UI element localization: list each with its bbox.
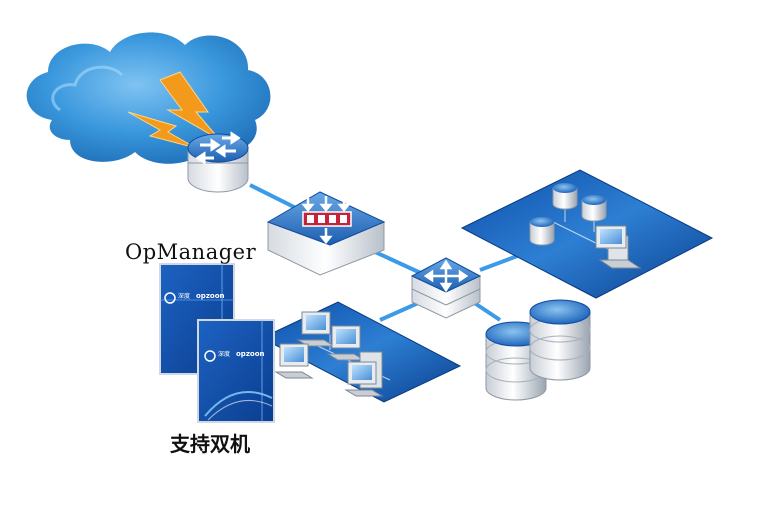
link-router-gateway xyxy=(249,183,301,212)
database-cylinder-icon xyxy=(529,299,591,381)
router-icon xyxy=(187,131,249,193)
core-switch-icon xyxy=(410,257,482,319)
security-gateway-icon xyxy=(266,191,386,276)
box-brand: opzoon xyxy=(196,292,225,300)
product-box-front: 深度 opzoon xyxy=(197,319,275,423)
server-tower-icon xyxy=(344,351,384,397)
server-zone-platform xyxy=(460,169,714,299)
workstation-icon xyxy=(326,325,366,361)
box-brand-cn: 深度 xyxy=(218,350,230,358)
link-switch-serverzone xyxy=(479,253,521,272)
workstation-icon xyxy=(595,225,642,269)
workstation-icon xyxy=(274,343,314,379)
product-name-label: OpManager xyxy=(125,240,257,264)
box-brand-cn: 深度 xyxy=(178,292,190,300)
database-cylinder-icon xyxy=(581,195,607,222)
gateway-status-panel xyxy=(302,211,352,227)
dual-machine-support-label: 支持双机 xyxy=(170,432,250,456)
box-brand: opzoon xyxy=(236,350,265,358)
database-cylinder-icon xyxy=(529,217,555,246)
database-cylinder-icon xyxy=(552,183,578,210)
